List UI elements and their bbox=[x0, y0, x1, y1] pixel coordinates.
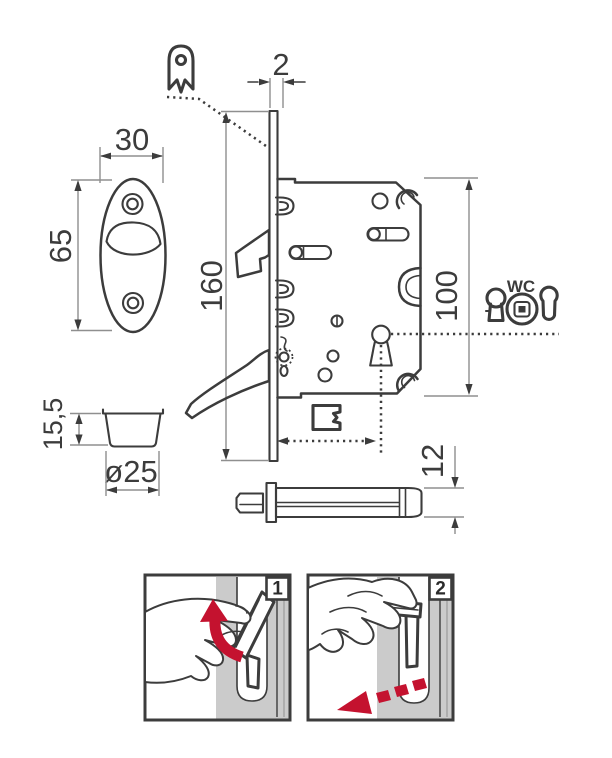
corner-slot-bottom bbox=[396, 372, 419, 393]
hook-bolt bbox=[234, 228, 271, 279]
backset-dotted-dimension bbox=[277, 437, 376, 445]
oval-keyhole-icon bbox=[539, 285, 559, 321]
marker-leader-dotted-line bbox=[166, 95, 267, 148]
pull-arrow bbox=[337, 678, 427, 714]
lock-case bbox=[276, 177, 422, 399]
step-number-2: 2 bbox=[435, 579, 446, 600]
right-bracket bbox=[397, 266, 422, 308]
spindle-cutout bbox=[311, 403, 342, 432]
wc-label: WC bbox=[507, 277, 535, 296]
step-number-1: 1 bbox=[272, 579, 283, 600]
latch-staples bbox=[274, 196, 295, 328]
strike-marker-icon bbox=[166, 44, 267, 148]
spindle-drawing bbox=[235, 481, 423, 524]
lever-tongue bbox=[404, 610, 420, 669]
dim-label-100: 100 bbox=[429, 270, 464, 322]
dim-label-d25: ø25 bbox=[104, 454, 157, 489]
pin-slot-lower bbox=[288, 244, 333, 261]
dimension-spindle-size: 12 bbox=[415, 444, 464, 534]
dimension-cup-diameter: ø25 bbox=[104, 451, 160, 496]
dimension-cup-depth: 15,5 bbox=[38, 398, 108, 451]
step-number-box-1 bbox=[265, 576, 290, 601]
dim-label-15-5: 15,5 bbox=[38, 398, 68, 451]
hand-illustration bbox=[307, 577, 418, 653]
dimension-faceplate-length: 160 bbox=[194, 110, 268, 462]
finger-recess bbox=[105, 221, 162, 256]
screw-and-holes bbox=[317, 314, 344, 383]
lock-body-drawing bbox=[184, 109, 559, 463]
dim-label-30: 30 bbox=[115, 122, 149, 157]
lever-tongue bbox=[245, 653, 261, 690]
keyhole-icon bbox=[484, 287, 507, 323]
case-hole bbox=[371, 192, 389, 210]
dim-label-2: 2 bbox=[272, 47, 289, 82]
rosette-outline bbox=[99, 177, 167, 334]
dimension-rosette-width: 30 bbox=[99, 122, 164, 183]
instruction-panel-1: 1 bbox=[143, 573, 292, 722]
wc-thumbturn-icon bbox=[505, 292, 539, 326]
dim-label-12: 12 bbox=[415, 444, 450, 478]
dim-label-65: 65 bbox=[43, 229, 78, 263]
instruction-panel-2: 2 bbox=[306, 573, 455, 722]
cup-drawing bbox=[101, 408, 165, 448]
dim-label-160: 160 bbox=[194, 260, 229, 312]
wc-function-icons: WC bbox=[484, 277, 559, 326]
dimension-faceplate-thickness: 2 bbox=[247, 47, 306, 108]
ratchet-detail bbox=[274, 336, 294, 378]
step-number-box-2 bbox=[428, 576, 453, 601]
pin-slot-upper bbox=[366, 226, 410, 242]
faceplate bbox=[268, 109, 279, 463]
release-lever bbox=[184, 348, 271, 420]
corner-slot-top bbox=[395, 189, 419, 210]
dimension-rosette-height: 65 bbox=[43, 179, 112, 332]
rosette-drawing bbox=[99, 177, 167, 334]
dimension-case-height: 100 bbox=[424, 177, 478, 397]
rotate-arrow bbox=[200, 599, 244, 663]
